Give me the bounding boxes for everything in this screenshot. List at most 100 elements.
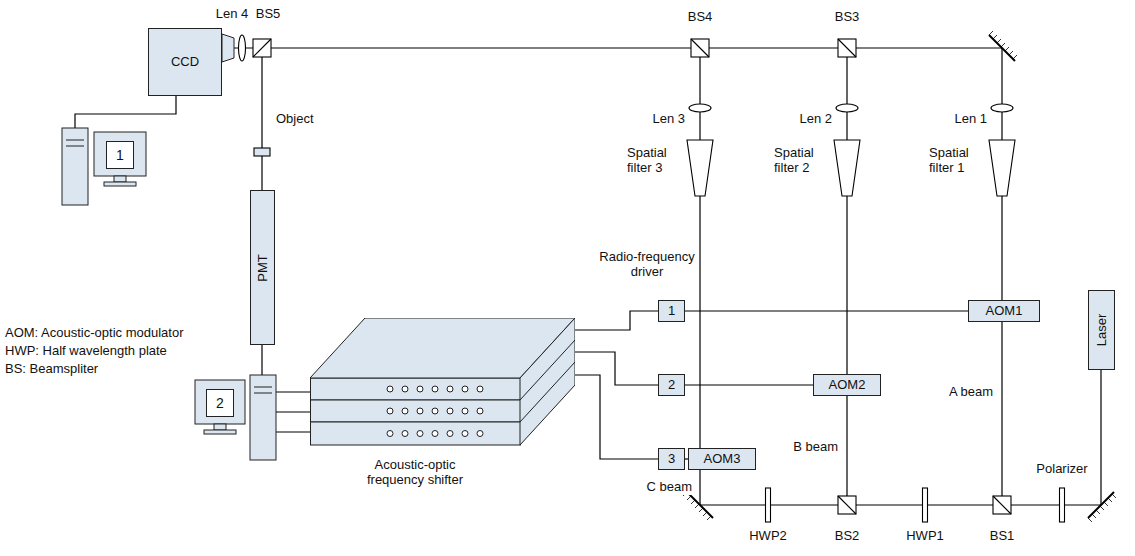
node-text: AOM2: [829, 378, 866, 393]
driver-box: 1: [658, 300, 685, 322]
node-text: CCD: [171, 55, 199, 70]
modulator-box: AOM2: [813, 374, 881, 396]
control-knob: [477, 431, 483, 437]
monitor-screen: 2: [206, 389, 234, 417]
frequency-shifter: Acoustic-optic frequency shifter: [310, 318, 575, 498]
computer: [62, 128, 276, 460]
mirror: [1088, 518, 1092, 522]
rf-cable: [575, 311, 658, 330]
part-label: BS1: [989, 529, 1016, 544]
computer: [254, 393, 272, 394]
mirror: [703, 512, 707, 516]
computer: [62, 128, 88, 205]
waveplate: [766, 488, 771, 522]
mirror: [1104, 502, 1108, 506]
mirror: [1001, 43, 1005, 47]
beamsplitter-cube: [993, 496, 1011, 514]
control-knob: [432, 408, 438, 414]
node-text: AOM3: [704, 452, 741, 467]
laser-box: Laser: [1088, 290, 1115, 370]
mirror: [989, 31, 993, 35]
node-text: Laser: [1094, 314, 1109, 347]
lens: [239, 35, 246, 61]
rf-cable: [575, 375, 658, 459]
key-text: AOM: Acoustic-optic modulator: [4, 326, 184, 341]
computer: [204, 430, 236, 434]
part-label: Radio-frequency driver: [596, 250, 698, 280]
computer: [195, 380, 245, 424]
control-knob: [477, 386, 483, 392]
beamsplitter-cube: [838, 496, 856, 514]
computer: [66, 140, 84, 141]
modulator-box: AOM1: [968, 300, 1040, 322]
part-label: C beam: [645, 480, 693, 495]
node-text: 2: [668, 378, 675, 393]
detector-box: PMT: [250, 190, 275, 345]
mirror: [1108, 498, 1112, 502]
lens: [836, 104, 858, 112]
driver-box: 2: [658, 374, 685, 396]
modulator-box: AOM3: [688, 448, 756, 470]
laser-beam: [234, 48, 1101, 505]
part-label: A beam: [948, 385, 994, 400]
beamsplitter-cube: [993, 496, 1011, 514]
part-label: Len 2: [798, 112, 833, 127]
spatial-filter: [687, 140, 713, 196]
computer: [214, 424, 226, 430]
lens: [239, 35, 1014, 112]
mirror: [1112, 494, 1116, 498]
mirror: [687, 492, 713, 518]
beamsplitter-cube: [253, 39, 271, 57]
beamsplitter-cube: [253, 39, 271, 57]
mirror: [699, 508, 703, 512]
mirror: [707, 516, 711, 520]
part-label: BS2: [834, 529, 861, 544]
rf-cable: [685, 310, 968, 311]
control-knob: [387, 431, 393, 437]
mirror: [1092, 514, 1096, 518]
control-knob: [462, 408, 468, 414]
shifter-edge: [520, 362, 575, 422]
control-knob: [447, 386, 453, 392]
node-text: 3: [668, 452, 675, 467]
part-label: Spatial filter 1: [928, 146, 988, 176]
beamsplitter-cube: [253, 39, 1011, 514]
beamsplitter-cube: [838, 496, 856, 514]
part-label: Len 1: [953, 112, 988, 127]
cable: [75, 96, 176, 128]
computer: [104, 182, 136, 186]
lens: [991, 104, 1013, 112]
computer: [114, 176, 126, 182]
part-label: Object: [275, 112, 315, 127]
mirror: [683, 31, 1116, 522]
computer: [254, 387, 272, 388]
spatial-filter: [989, 140, 1015, 196]
node-text: PMT: [255, 254, 270, 281]
control-knob: [402, 386, 408, 392]
part-label: BS5: [255, 7, 282, 22]
part-label: Spatial filter 2: [773, 146, 833, 176]
cable: [276, 392, 310, 432]
device-name: Acoustic-optic frequency shifter: [345, 458, 485, 488]
cable: [261, 345, 262, 375]
mirror: [691, 500, 695, 504]
shifter-slab: [311, 378, 521, 400]
part-label: Spatial filter 3: [626, 146, 686, 176]
waveplate: [766, 488, 1065, 522]
part-label: Len 4: [215, 7, 250, 22]
mirror: [1009, 51, 1013, 55]
mirror: [695, 504, 699, 508]
waveplate: [1060, 488, 1065, 522]
camera-front: [222, 34, 234, 62]
rf-cable: [575, 352, 658, 385]
shifter-slab: [311, 400, 521, 422]
control-knob: [387, 386, 393, 392]
beamsplitter-cube: [691, 39, 709, 57]
computer: [94, 132, 146, 176]
control-knob: [417, 386, 423, 392]
mirror: [989, 35, 1015, 61]
node-text: 2: [216, 395, 224, 411]
mirror: [1013, 55, 1017, 59]
control-knob: [477, 408, 483, 414]
shifter-edge: [520, 340, 575, 400]
